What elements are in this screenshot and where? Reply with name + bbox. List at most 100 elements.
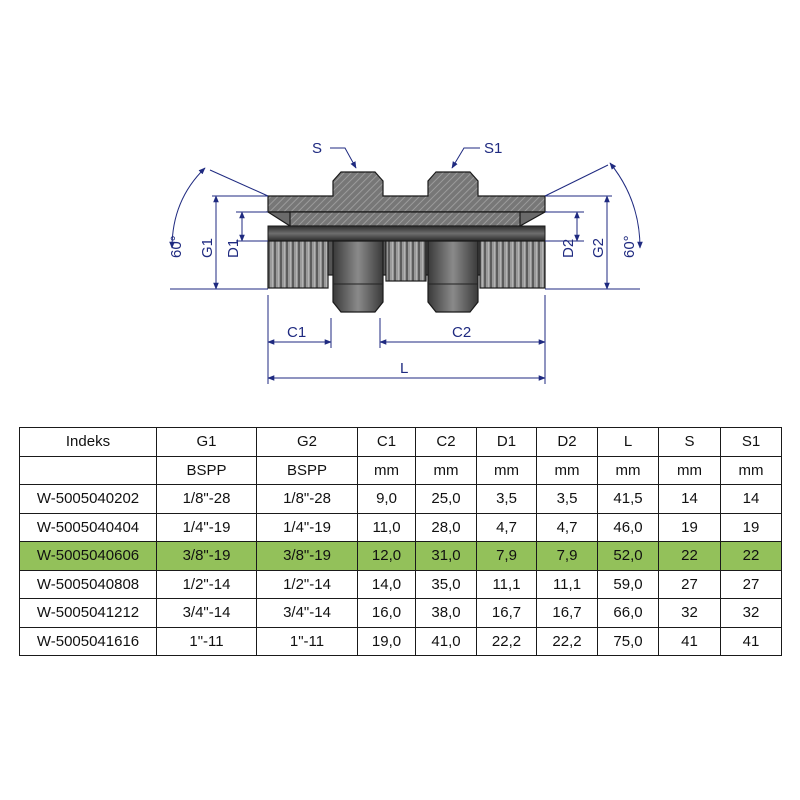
table-cell: 1/4"-19: [256, 512, 358, 542]
table-cell: W-5005041616: [19, 626, 157, 656]
fitting-section-view: [265, 171, 548, 227]
table-cell: W-5005040202: [19, 484, 157, 514]
table-cell: 22,2: [536, 626, 598, 656]
table-cell: 66,0: [597, 598, 659, 628]
table-cell: BSPP: [156, 455, 257, 485]
table-cell: 19,0: [357, 626, 416, 656]
table-cell: 3/4"-14: [256, 598, 358, 628]
table-cell: 3,5: [476, 484, 537, 514]
hex-nut-s1: [427, 240, 479, 313]
fitting-technical-drawing: S S1 60° G1 D1 D2 G2 60° C1 C2 L: [168, 140, 643, 384]
table-cell: 35,0: [415, 569, 477, 599]
table-cell: 32: [720, 598, 782, 628]
table-cell: 7,9: [476, 541, 537, 571]
table-cell: 22,2: [476, 626, 537, 656]
table-cell: 28,0: [415, 512, 477, 542]
table-cell: 11,1: [476, 569, 537, 599]
table-cell: 11,1: [536, 569, 598, 599]
table-cell: 19: [720, 512, 782, 542]
label-d1: D1: [225, 239, 242, 258]
thread-left: [267, 240, 329, 289]
table-cell: 38,0: [415, 598, 477, 628]
table-cell: 27: [720, 569, 782, 599]
table-cell: 9,0: [357, 484, 416, 514]
fitting-bore: [267, 225, 546, 242]
table-cell: 12,0: [357, 541, 416, 571]
label-angle-right: 60°: [621, 235, 638, 258]
table-cell: 75,0: [597, 626, 659, 656]
table-cell: 1/4"-19: [156, 512, 257, 542]
label-d2: D2: [560, 239, 577, 258]
label-s1: S1: [484, 140, 502, 157]
table-cell: 52,0: [597, 541, 659, 571]
hex-nut-s: [332, 240, 384, 313]
fitting-exterior-view: [267, 240, 546, 313]
table-cell: W-5005040808: [19, 569, 157, 599]
table-cell: S1: [720, 427, 782, 457]
label-c2: C2: [452, 324, 471, 341]
table-cell: 16,7: [476, 598, 537, 628]
table-cell: 14,0: [357, 569, 416, 599]
table-cell: 11,0: [357, 512, 416, 542]
table-cell: 3/8"-19: [256, 541, 358, 571]
table-cell: 31,0: [415, 541, 477, 571]
table-cell: mm: [476, 455, 537, 485]
table-cell: 19: [658, 512, 721, 542]
label-l: L: [400, 360, 408, 377]
table-cell: mm: [720, 455, 782, 485]
table-cell: 32: [658, 598, 721, 628]
table-cell: G1: [156, 427, 257, 457]
table-cell: 4,7: [536, 512, 598, 542]
table-cell: L: [597, 427, 659, 457]
table-cell: C2: [415, 427, 477, 457]
table-cell: 22: [658, 541, 721, 571]
table-cell: 4,7: [476, 512, 537, 542]
table-cell: D1: [476, 427, 537, 457]
label-g1: G1: [199, 238, 216, 258]
table-cell: 1"-11: [156, 626, 257, 656]
table-cell: 41,0: [415, 626, 477, 656]
table-cell: mm: [597, 455, 659, 485]
table-cell: W-5005040404: [19, 512, 157, 542]
table-cell: 41: [720, 626, 782, 656]
table-cell: D2: [536, 427, 598, 457]
table-cell: W-5005041212: [19, 598, 157, 628]
table-cell: [19, 455, 157, 485]
table-cell: G2: [256, 427, 358, 457]
table-cell: mm: [658, 455, 721, 485]
table-cell: 3,5: [536, 484, 598, 514]
label-c1: C1: [287, 324, 306, 341]
label-angle-left: 60°: [168, 235, 185, 258]
table-cell: 46,0: [597, 512, 659, 542]
table-cell: 1/8"-28: [256, 484, 358, 514]
table-cell: 7,9: [536, 541, 598, 571]
dimension-lines: [169, 147, 643, 384]
table-cell: 3/8"-19: [156, 541, 257, 571]
table-cell: 16,7: [536, 598, 598, 628]
label-g2: G2: [590, 238, 607, 258]
table-cell: 14: [720, 484, 782, 514]
table-cell: mm: [357, 455, 416, 485]
table-cell: Indeks: [19, 427, 157, 457]
table-cell: mm: [415, 455, 477, 485]
table-cell: 41: [658, 626, 721, 656]
table-cell: 22: [720, 541, 782, 571]
table-cell: 1/8"-28: [156, 484, 257, 514]
table-cell: 25,0: [415, 484, 477, 514]
thread-middle: [385, 240, 427, 282]
table-cell: C1: [357, 427, 416, 457]
table-cell: 27: [658, 569, 721, 599]
label-s: S: [312, 140, 322, 157]
table-cell: mm: [536, 455, 598, 485]
table-cell: 1/2"-14: [256, 569, 358, 599]
table-cell: 41,5: [597, 484, 659, 514]
table-cell: 1/2"-14: [156, 569, 257, 599]
